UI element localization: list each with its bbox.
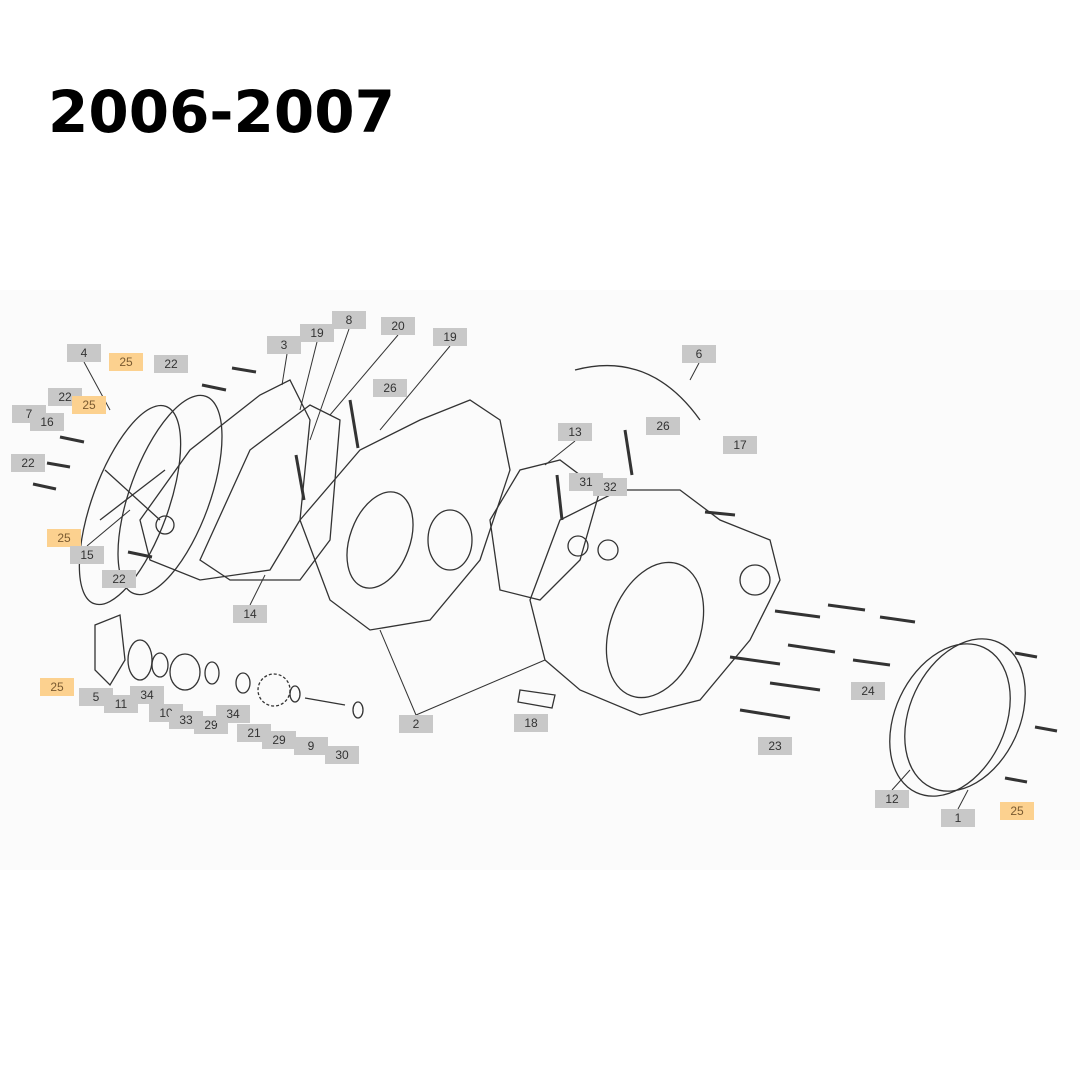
- callout-label-highlighted: 25: [40, 678, 74, 696]
- left-case-cover: [139, 379, 311, 581]
- callout-label: 15: [70, 546, 104, 564]
- bolts: [32, 366, 1058, 784]
- callout-label: 29: [262, 731, 296, 749]
- leader-lines: [83, 328, 969, 810]
- callout-label: 9: [294, 737, 328, 755]
- plate-18: [517, 689, 556, 709]
- crankcase-right: [529, 489, 781, 716]
- callout-label: 32: [593, 478, 627, 496]
- hose-6: [574, 364, 701, 421]
- callout-label: 26: [646, 417, 680, 435]
- crankcase-left: [299, 399, 511, 631]
- diagram-panel: [0, 290, 1080, 870]
- callout-label: 30: [325, 746, 359, 764]
- callout-label: 4: [67, 344, 101, 362]
- callout-label: 19: [433, 328, 467, 346]
- callout-label-highlighted: 25: [47, 529, 81, 547]
- callout-label: 1: [941, 809, 975, 827]
- gasket-14: [199, 404, 341, 581]
- callout-label: 17: [723, 436, 757, 454]
- callout-label: 18: [514, 714, 548, 732]
- callout-label: 14: [233, 605, 267, 623]
- callout-label: 3: [267, 336, 301, 354]
- page-title: 2006-2007: [48, 78, 395, 146]
- ignition-cover: [78, 394, 223, 606]
- callout-label: 20: [381, 317, 415, 335]
- water-pump-parts: [94, 614, 364, 719]
- gasket-13: [489, 459, 601, 601]
- callout-label: 13: [558, 423, 592, 441]
- callout-label-highlighted: 25: [72, 396, 106, 414]
- callout-label: 12: [875, 790, 909, 808]
- callout-label: 19: [300, 324, 334, 342]
- callout-label: 22: [11, 454, 45, 472]
- callout-label: 24: [851, 682, 885, 700]
- clutch-cover: [889, 638, 1026, 797]
- callout-label: 22: [154, 355, 188, 373]
- callout-label-highlighted: 25: [109, 353, 143, 371]
- callout-label: 16: [30, 413, 64, 431]
- callout-label: 6: [682, 345, 716, 363]
- callout-label: 23: [758, 737, 792, 755]
- callout-label: 2: [399, 715, 433, 733]
- callout-label-highlighted: 25: [1000, 802, 1034, 820]
- callout-label: 26: [373, 379, 407, 397]
- callout-label: 11: [104, 695, 138, 713]
- callout-label: 22: [102, 570, 136, 588]
- callout-label: 8: [332, 311, 366, 329]
- callout-label: 34: [130, 686, 164, 704]
- callout-label: 34: [216, 705, 250, 723]
